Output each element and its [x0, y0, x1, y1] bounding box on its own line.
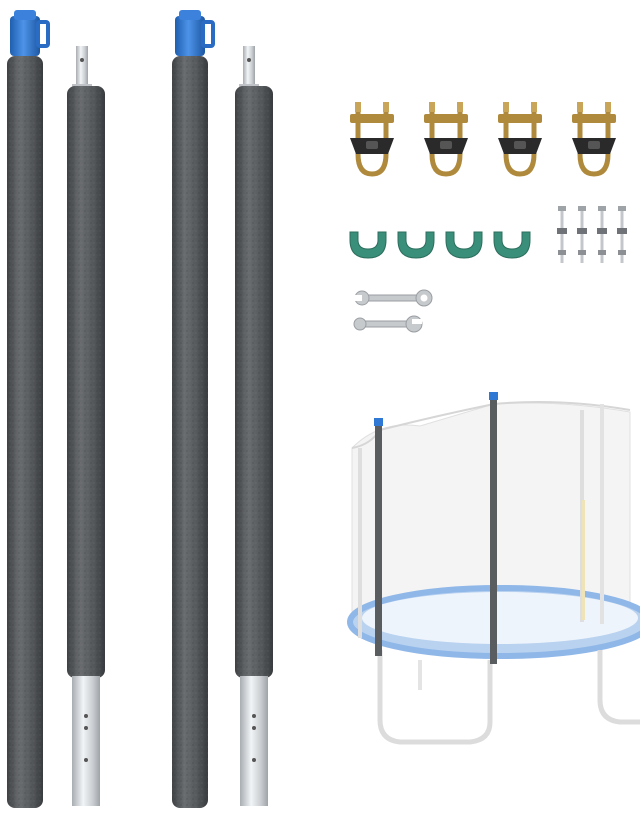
wrench-icon [354, 289, 433, 307]
bolt-icon [557, 206, 567, 263]
bolt-icon [597, 206, 607, 263]
trampoline-icon [347, 392, 640, 745]
bolt-set [557, 206, 627, 263]
foam-pole-short-2 [235, 46, 273, 806]
rubber-pad-icon [445, 231, 483, 259]
rubber-pad-set [349, 231, 531, 259]
bolt-icon [577, 206, 587, 263]
pole-cap-icon [175, 10, 215, 56]
u-clamp-set [350, 102, 616, 177]
rubber-pad-icon [493, 231, 531, 259]
u-clamp-icon [572, 102, 616, 177]
u-clamp-icon [498, 102, 542, 177]
u-clamp-icon [350, 102, 394, 177]
wrench-icon [353, 315, 423, 333]
pole-cap-icon [10, 10, 50, 56]
u-clamp-icon [424, 102, 468, 177]
bolt-icon [617, 206, 627, 263]
rubber-pad-icon [397, 231, 435, 259]
rubber-pad-icon [349, 231, 387, 259]
foam-pole-short-1 [67, 46, 105, 806]
foam-pole-long-2 [172, 10, 215, 808]
foam-pole-long-1 [7, 10, 50, 808]
